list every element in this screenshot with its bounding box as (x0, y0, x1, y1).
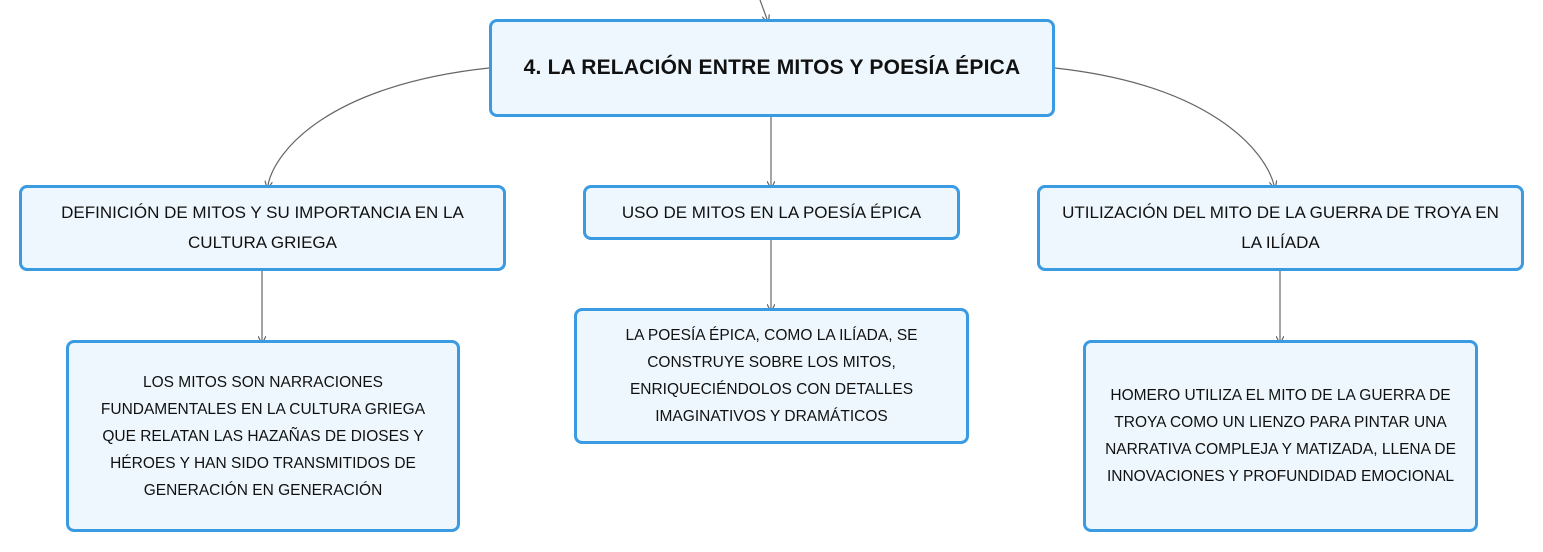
detail-text: LOS MITOS SON NARRACIONES FUNDAMENTALES … (100, 373, 426, 499)
connector-root-to-branch-1 (268, 67, 490, 185)
detail-node-guerra-troya[interactable]: HOMERO UTILIZA EL MITO DE LA GUERRA DE T… (1083, 340, 1478, 532)
detail-node-definicion-mitos[interactable]: LOS MITOS SON NARRACIONES FUNDAMENTALES … (66, 340, 460, 532)
connector-root-to-branch-3 (1054, 67, 1274, 185)
branch-label: UTILIZACIÓN DEL MITO DE LA GUERRA DE TRO… (1062, 203, 1499, 252)
incoming-connector (759, 0, 767, 19)
root-topic-node[interactable]: 4. LA RELACIÓN ENTRE MITOS Y POESÍA ÉPIC… (489, 19, 1055, 117)
branch-node-guerra-troya[interactable]: UTILIZACIÓN DEL MITO DE LA GUERRA DE TRO… (1037, 185, 1524, 271)
detail-node-uso-mitos[interactable]: LA POESÍA ÉPICA, COMO LA ILÍADA, SE CONS… (574, 308, 969, 444)
branch-node-definicion-mitos[interactable]: DEFINICIÓN DE MITOS Y SU IMPORTANCIA EN … (19, 185, 506, 271)
branch-node-uso-mitos[interactable]: USO DE MITOS EN LA POESÍA ÉPICA (583, 185, 960, 240)
branch-label: USO DE MITOS EN LA POESÍA ÉPICA (621, 202, 922, 222)
detail-text: LA POESÍA ÉPICA, COMO LA ILÍADA, SE CONS… (625, 327, 918, 425)
root-topic-title: 4. LA RELACIÓN ENTRE MITOS Y POESÍA ÉPIC… (523, 56, 1021, 79)
branch-label: DEFINICIÓN DE MITOS Y SU IMPORTANCIA EN … (61, 203, 464, 252)
detail-text: HOMERO UTILIZA EL MITO DE LA GUERRA DE T… (1105, 387, 1456, 485)
